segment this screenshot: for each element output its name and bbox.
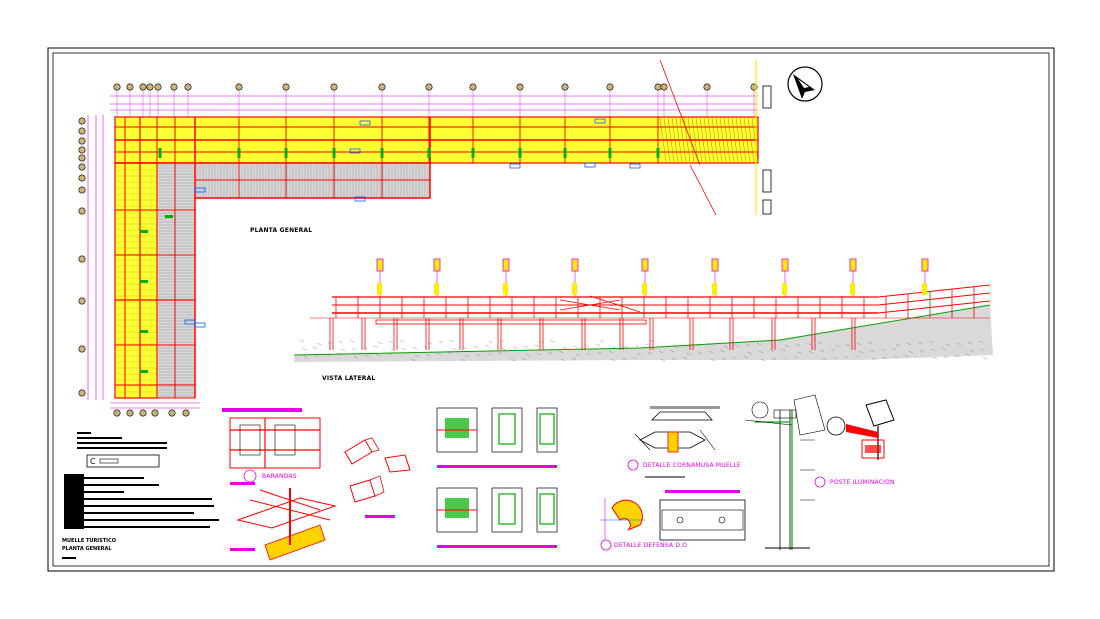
- grid-bubble-top: [282, 83, 290, 91]
- title-line-2: PLANTA GENERAL: [62, 546, 112, 552]
- railing-detail-title: BARANDAS: [262, 473, 297, 480]
- grid-bubble-left: [78, 255, 86, 263]
- lighting-detail-title: POSTE ILUMINACION: [830, 479, 895, 486]
- title-underline: [62, 557, 76, 559]
- grid-bubble-bottom: [126, 409, 134, 417]
- grid-bubble-top: [561, 83, 569, 91]
- detail-mooring-cleat: [627, 406, 720, 478]
- side-view-title: VISTA LATERAL: [322, 375, 376, 382]
- grid-bubble-left: [78, 137, 86, 145]
- grid-bubble-left: [78, 127, 86, 135]
- grid-bubble-top: [235, 83, 243, 91]
- detail-railing-plan: [222, 408, 321, 483]
- deck-vertical-hatch: [156, 162, 196, 399]
- grid-bubble-bottom: [182, 409, 190, 417]
- grid-bubble-left: [78, 186, 86, 194]
- svg-text:C: C: [90, 457, 96, 466]
- grid-bubbles-bottom: [113, 409, 190, 417]
- grid-bubble-top: [660, 83, 668, 91]
- detail-fender: [600, 490, 746, 551]
- grid-bubble-top: [654, 83, 662, 91]
- grid-bubble-left: [78, 154, 86, 162]
- grid-bubble-left: [78, 297, 86, 305]
- legend: C: [64, 432, 219, 529]
- grid-bubble-top: [184, 83, 192, 91]
- grid-bubble-left: [78, 207, 86, 215]
- grid-bubble-bottom: [113, 409, 121, 417]
- detail-railing-iso: [230, 482, 337, 561]
- grid-bubble-left: [78, 146, 86, 154]
- grid-bubble-top: [126, 83, 134, 91]
- detail-pile-caps: [436, 407, 558, 548]
- grid-bubbles-left: [78, 117, 86, 397]
- grid-bubble-left: [78, 163, 86, 171]
- grid-bubble-bottom: [151, 409, 159, 417]
- side-view: [293, 258, 993, 362]
- grid-bubble-top: [154, 83, 162, 91]
- detail-light-pole: [744, 394, 826, 550]
- fender-detail-title: DETALLE DEFENSA D.O: [614, 542, 688, 549]
- plan-view: [78, 59, 823, 417]
- mooring-detail-title: DETALLE CORNAMUSA MUELLE: [643, 462, 741, 469]
- grid-bubble-top: [330, 83, 338, 91]
- grid-bubble-left: [78, 174, 86, 182]
- grid-bubble-bottom: [168, 409, 176, 417]
- grid-bubble-top: [703, 83, 711, 91]
- grid-bubble-top: [469, 83, 477, 91]
- grid-bubble-left: [78, 117, 86, 125]
- grid-bubble-top: [139, 83, 147, 91]
- grid-bubble-left: [78, 345, 86, 353]
- plan-view-title: PLANTA GENERAL: [250, 227, 313, 234]
- grid-bubble-top: [146, 83, 154, 91]
- grid-bubble-top: [378, 83, 386, 91]
- north-arrow-icon: [787, 66, 823, 102]
- detail-brackets: [344, 437, 411, 518]
- detail-lamp-head: [814, 399, 895, 488]
- title-block: MUELLE TURISTICO PLANTA GENERAL: [62, 537, 116, 553]
- deck-vertical: [114, 162, 158, 399]
- grid-bubble-top: [113, 83, 121, 91]
- grid-bubble-bottom: [139, 409, 147, 417]
- outer-frame: [47, 47, 1055, 572]
- grid-bubbles-top: [113, 83, 758, 117]
- grid-bubble-top: [516, 83, 524, 91]
- grid-bubble-top: [425, 83, 433, 91]
- grid-bubble-top: [170, 83, 178, 91]
- grid-bubble-left: [78, 389, 86, 397]
- inner-frame: [52, 52, 1050, 567]
- title-line-1: MUELLE TURISTICO: [62, 538, 116, 544]
- grid-bubble-top: [606, 83, 614, 91]
